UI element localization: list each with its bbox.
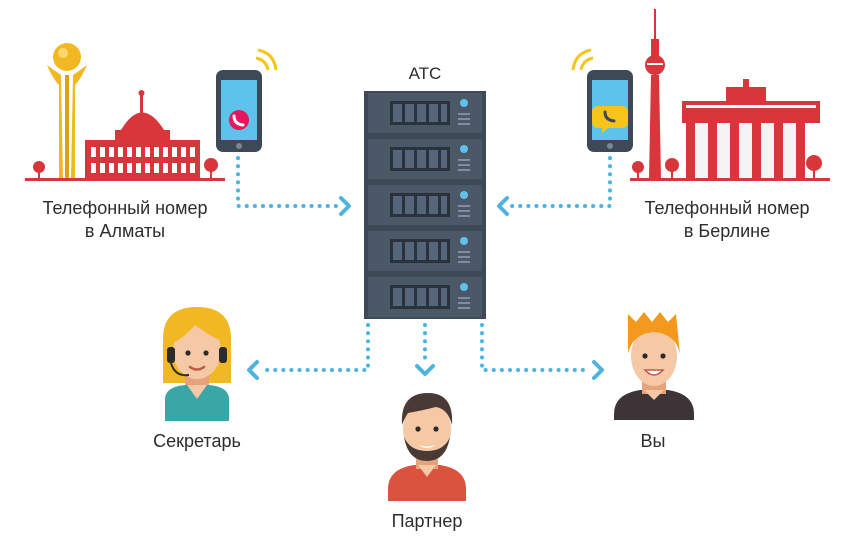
pbx-server-icon <box>364 91 486 319</box>
secretary-label: Секретарь <box>153 431 241 451</box>
berlin-skyline-illustration <box>630 9 830 181</box>
partner-avatar <box>388 393 466 501</box>
pbx-to-secretary-line <box>260 323 370 372</box>
almaty-phone-call-icon <box>216 48 278 152</box>
berlin-phone-call-icon <box>571 48 633 152</box>
berlin-label-line2: в Берлине <box>683 221 771 241</box>
pbx-label: АТС <box>408 64 442 83</box>
partner-label: Партнер <box>391 511 463 531</box>
arrow-to-partner <box>415 364 435 376</box>
berlin-number-label: Телефонный номер в Берлине <box>622 197 832 243</box>
almaty-skyline-illustration <box>25 43 225 181</box>
arrow-to-pbx-right <box>497 196 509 216</box>
you-label: Вы <box>640 431 666 451</box>
you-avatar <box>614 312 694 420</box>
berlin-to-pbx-line <box>508 156 612 208</box>
almaty-label-line2: в Алматы <box>84 221 166 241</box>
pbx-to-you-line <box>480 323 592 372</box>
secretary-avatar-headset-icon <box>163 307 231 421</box>
almaty-to-pbx-line <box>236 156 340 208</box>
almaty-label-line1: Телефонный номер <box>42 198 208 218</box>
arrow-to-secretary <box>247 360 259 380</box>
arrow-to-you <box>592 360 604 380</box>
arrow-to-pbx-left <box>339 196 351 216</box>
almaty-number-label: Телефонный номер в Алматы <box>20 197 230 243</box>
berlin-label-line1: Телефонный номер <box>644 198 810 218</box>
